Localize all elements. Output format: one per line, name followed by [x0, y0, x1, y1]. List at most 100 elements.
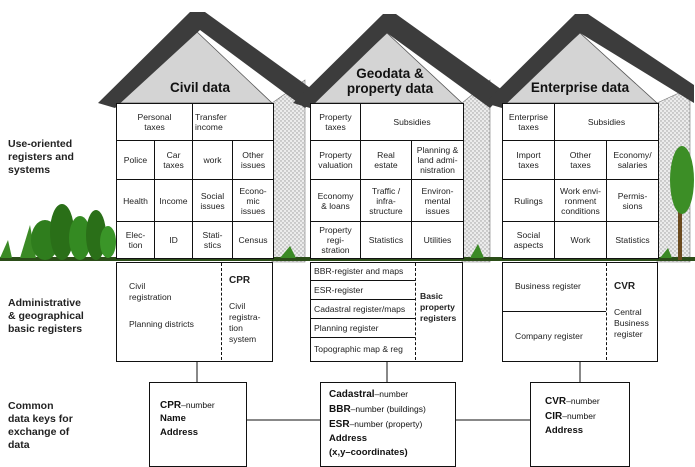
- cir-key-label: CIR: [545, 411, 563, 422]
- ground-line: [0, 257, 695, 261]
- geo-cell: Environ- mental issues: [410, 179, 465, 222]
- geo-key-bbr: BBR–number (buildings): [329, 403, 426, 417]
- right-tree: [670, 146, 694, 260]
- cpr-key-label: CPR: [160, 400, 182, 411]
- basic-property-registers-title: Basic property registers: [420, 291, 457, 323]
- cir-key-suffix: –number: [562, 411, 596, 421]
- geo-cell: Economy & loans: [310, 179, 361, 222]
- civil-cell: Econo- mic issues: [232, 179, 275, 222]
- geo-basic-separator: [311, 318, 415, 319]
- geo-key-box: Cadastral–number BBR–number (buildings) …: [320, 382, 456, 467]
- civil-cell: Transfer income: [192, 102, 275, 142]
- cvr-key-suffix: –number: [566, 396, 600, 406]
- enterprise-key-cir: CIR–number: [545, 410, 596, 424]
- geo-key-esr: ESR–number (property): [329, 418, 422, 432]
- civil-basic-registers-box: Civil registration Planning districts CP…: [116, 262, 273, 362]
- business-register-label: Business register: [515, 281, 581, 291]
- geo-key-address: Address: [329, 433, 368, 444]
- geo-basic-separator: [311, 280, 415, 281]
- geo-cell: Property regi- stration: [310, 220, 361, 260]
- civil-key-name: Name: [160, 413, 186, 424]
- left-bushes: [31, 204, 116, 260]
- enterprise-key-box: CVR–number CIR–number Address: [530, 382, 630, 467]
- planning-register-label: Planning register: [314, 323, 379, 333]
- civil-cell: Personal taxes: [115, 102, 194, 142]
- civil-side-wall: [271, 79, 306, 263]
- civil-cell: work: [192, 140, 234, 181]
- enterprise-cell: Permis- sions: [605, 179, 660, 222]
- civil-cell: Stati- stics: [192, 220, 234, 260]
- enterprise-cell: Enterprise taxes: [502, 102, 555, 142]
- civil-cell: Car taxes: [153, 140, 194, 181]
- geo-cell: Real estate: [360, 140, 412, 181]
- cvr-description: Central Business register: [614, 307, 649, 339]
- civil-cell: Other issues: [232, 140, 275, 181]
- enterprise-cell: Social aspects: [502, 220, 555, 260]
- bbr-register-label: BBR-register and maps: [314, 266, 404, 276]
- esr-key-label: ESR: [329, 419, 350, 430]
- enterprise-cell: Economy/ salaries: [605, 140, 660, 181]
- row-label-common-keys: Common data keys for exchange of data: [8, 400, 73, 451]
- enterprise-cell: Other taxes: [554, 140, 607, 181]
- enterprise-cell: Statistics: [605, 220, 660, 260]
- civil-cell: Social issues: [192, 179, 234, 222]
- civil-key-box: CPR–number Name Address: [149, 382, 247, 467]
- civil-cell: Police: [116, 140, 155, 181]
- enterprise-basic-registers-box: Business register Company register CVR C…: [502, 262, 658, 362]
- enterprise-cell: Rulings: [502, 179, 555, 222]
- cvr-title: CVR: [614, 281, 636, 292]
- grass: [0, 225, 672, 258]
- civil-key-address: Address: [160, 427, 199, 438]
- geo-cell: Statistics: [360, 220, 412, 260]
- geo-basic-divider: [415, 263, 416, 360]
- enterprise-use-registers-table: Enterprise taxes Subsidies Import taxes …: [502, 102, 660, 260]
- geo-basic-registers-box: BBR-register and maps ESR-register Cadas…: [310, 262, 463, 362]
- enterprise-data-title: Enterprise data: [530, 80, 630, 95]
- civil-cell: Elec- tion: [116, 220, 155, 260]
- topographic-register-label: Topographic map & reg: [314, 344, 403, 354]
- civil-basic-divider: [221, 263, 222, 360]
- civil-cell: Census: [232, 220, 275, 260]
- cadastral-key-suffix: –number: [374, 389, 409, 399]
- geo-data-title: Geodata & property data: [346, 66, 434, 96]
- company-register-label: Company register: [515, 331, 583, 341]
- enterprise-cell: Subsidies: [553, 102, 660, 142]
- geo-use-registers-table: Property taxes Subsidies Property valuat…: [310, 102, 465, 260]
- geo-cell: Property taxes: [310, 102, 361, 142]
- geo-basic-separator: [311, 337, 415, 338]
- civil-registration-label: Civil registration: [129, 281, 172, 302]
- cpr-description: Civil registra- tion system: [229, 301, 261, 344]
- geo-side-wall: [461, 79, 491, 263]
- civil-cell: ID: [153, 220, 194, 260]
- enterprise-basic-divider: [606, 263, 607, 360]
- geo-cell: Subsidies: [359, 102, 465, 142]
- geo-cell: Utilities: [410, 220, 465, 260]
- civil-cell: Income: [153, 179, 194, 222]
- enterprise-basic-separator: [503, 311, 606, 312]
- geo-key-cadastral: Cadastral–number: [329, 388, 408, 402]
- geo-cell: Planning & land admi- nistration: [410, 140, 465, 181]
- row-label-use-oriented: Use-oriented registers and systems: [8, 138, 74, 176]
- enterprise-cell: Import taxes: [502, 140, 555, 181]
- enterprise-cell: Work envi- ronment conditions: [554, 179, 607, 222]
- geo-cell: Property valuation: [310, 140, 361, 181]
- enterprise-cell: Work: [554, 220, 607, 260]
- cadastral-register-label: Cadastral register/maps: [314, 304, 406, 314]
- cpr-key-suffix: –number: [181, 400, 215, 410]
- civil-use-registers-table: Personal taxes Transfer income Police Ca…: [115, 102, 275, 260]
- cvr-key-label: CVR: [545, 396, 567, 407]
- geo-cell: Traffic / infra- structure: [360, 179, 412, 222]
- cpr-title: CPR: [229, 275, 251, 286]
- cadastral-key-label: Cadastral: [329, 389, 375, 400]
- esr-key-suffix: –number (property): [349, 419, 423, 429]
- geo-key-coordinates: (x,y–coordinates): [329, 447, 408, 458]
- civil-cell: Health: [116, 179, 155, 222]
- row-label-administrative: Administrative & geographical basic regi…: [8, 297, 84, 335]
- bbr-key-label: BBR: [329, 404, 351, 415]
- civil-data-title: Civil data: [169, 80, 231, 95]
- enterprise-roof: [485, 14, 694, 108]
- civil-key-cpr: CPR–number: [160, 399, 215, 413]
- esr-register-label: ESR-register: [314, 285, 364, 295]
